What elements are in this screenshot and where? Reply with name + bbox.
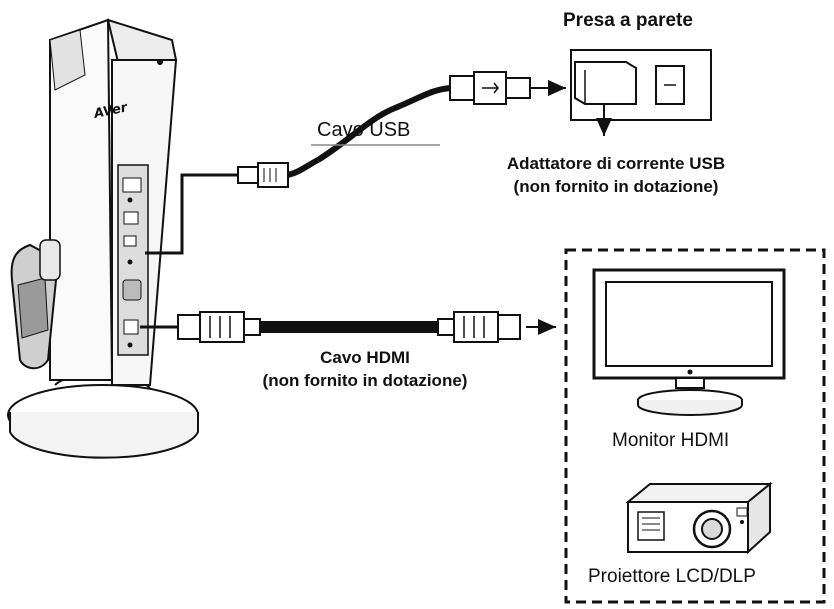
hdmi-cable <box>140 311 556 343</box>
usb-cable-label: Cavo USB <box>317 119 411 141</box>
wall-socket-label: Presa a parete <box>563 10 693 31</box>
hdmi-cable-label-line2: (non fornito in dotazione) <box>262 371 468 390</box>
document-camera-icon: AVer <box>7 18 199 459</box>
usb-adapter-icon <box>574 61 637 136</box>
brand-logo: AVer <box>92 100 130 122</box>
usb-cable <box>145 71 566 255</box>
usb-adapter-label-line2: (non fornito in dotazione) <box>513 177 719 196</box>
projector-icon <box>625 481 773 555</box>
hdmi-monitor-label: Monitor HDMI <box>612 430 730 451</box>
projector-label: Proiettore LCD/DLP <box>588 566 756 587</box>
usb-adapter-label: Adattatore di corrente USB (non fornito … <box>466 152 766 198</box>
hdmi-cable-label-line1: Cavo HDMI <box>320 348 410 367</box>
monitor-icon <box>592 268 786 416</box>
hdmi-cable-label: Cavo HDMI (non fornito in dotazione) <box>240 346 490 392</box>
output-devices-box <box>564 248 826 604</box>
usb-adapter-label-line1: Adattatore di corrente USB <box>506 154 726 173</box>
